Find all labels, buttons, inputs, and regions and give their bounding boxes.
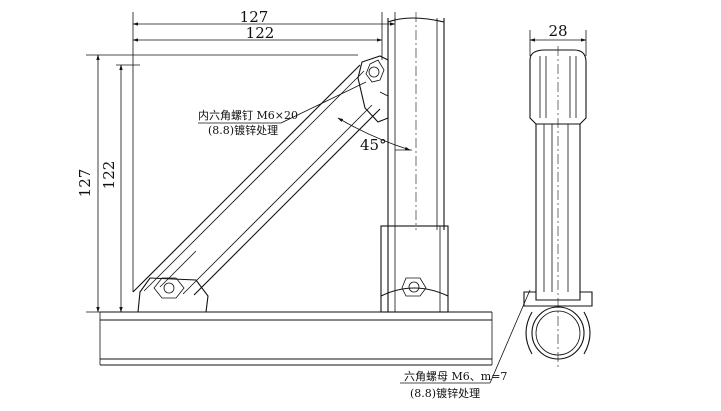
angle-mark [337, 117, 412, 151]
dim-inner-width: 122 [246, 24, 275, 42]
top-dimensions [132, 12, 396, 292]
angle-label: 45° [360, 136, 387, 154]
front-view: 内六角螺钉 M6×20 (8.8)镀锌处理 45° 127 122 127 12… [76, 8, 493, 366]
screw-note-line1: 内六角螺钉 M6×20 [198, 108, 298, 122]
side-view: 28 六角螺母 M6、m=7 (8. [400, 22, 593, 400]
dim-overall-height: 127 [76, 169, 94, 198]
left-dimensions [86, 54, 358, 313]
lower-right-clamp [380, 225, 449, 313]
side-body [523, 46, 593, 370]
vertical-pipe [387, 12, 445, 312]
nut-note-line2: (8.8)镀锌处理 [410, 386, 480, 400]
lower-left-bracket [137, 277, 209, 313]
pipe-section [525, 306, 591, 360]
nut-note-line1: 六角螺母 M6、m=7 [404, 370, 507, 383]
side-dimension [529, 30, 587, 56]
diagonal-brace [132, 64, 381, 296]
dim-side-width: 28 [548, 22, 567, 40]
screw-leader [198, 81, 367, 124]
dim-inner-height: 122 [100, 161, 118, 190]
upper-bracket [357, 55, 389, 123]
nut-leader [400, 289, 531, 384]
dim-overall-width: 127 [240, 8, 269, 26]
horizontal-pipe [99, 311, 493, 366]
screw-note-line2: (8.8)镀锌处理 [208, 123, 278, 137]
